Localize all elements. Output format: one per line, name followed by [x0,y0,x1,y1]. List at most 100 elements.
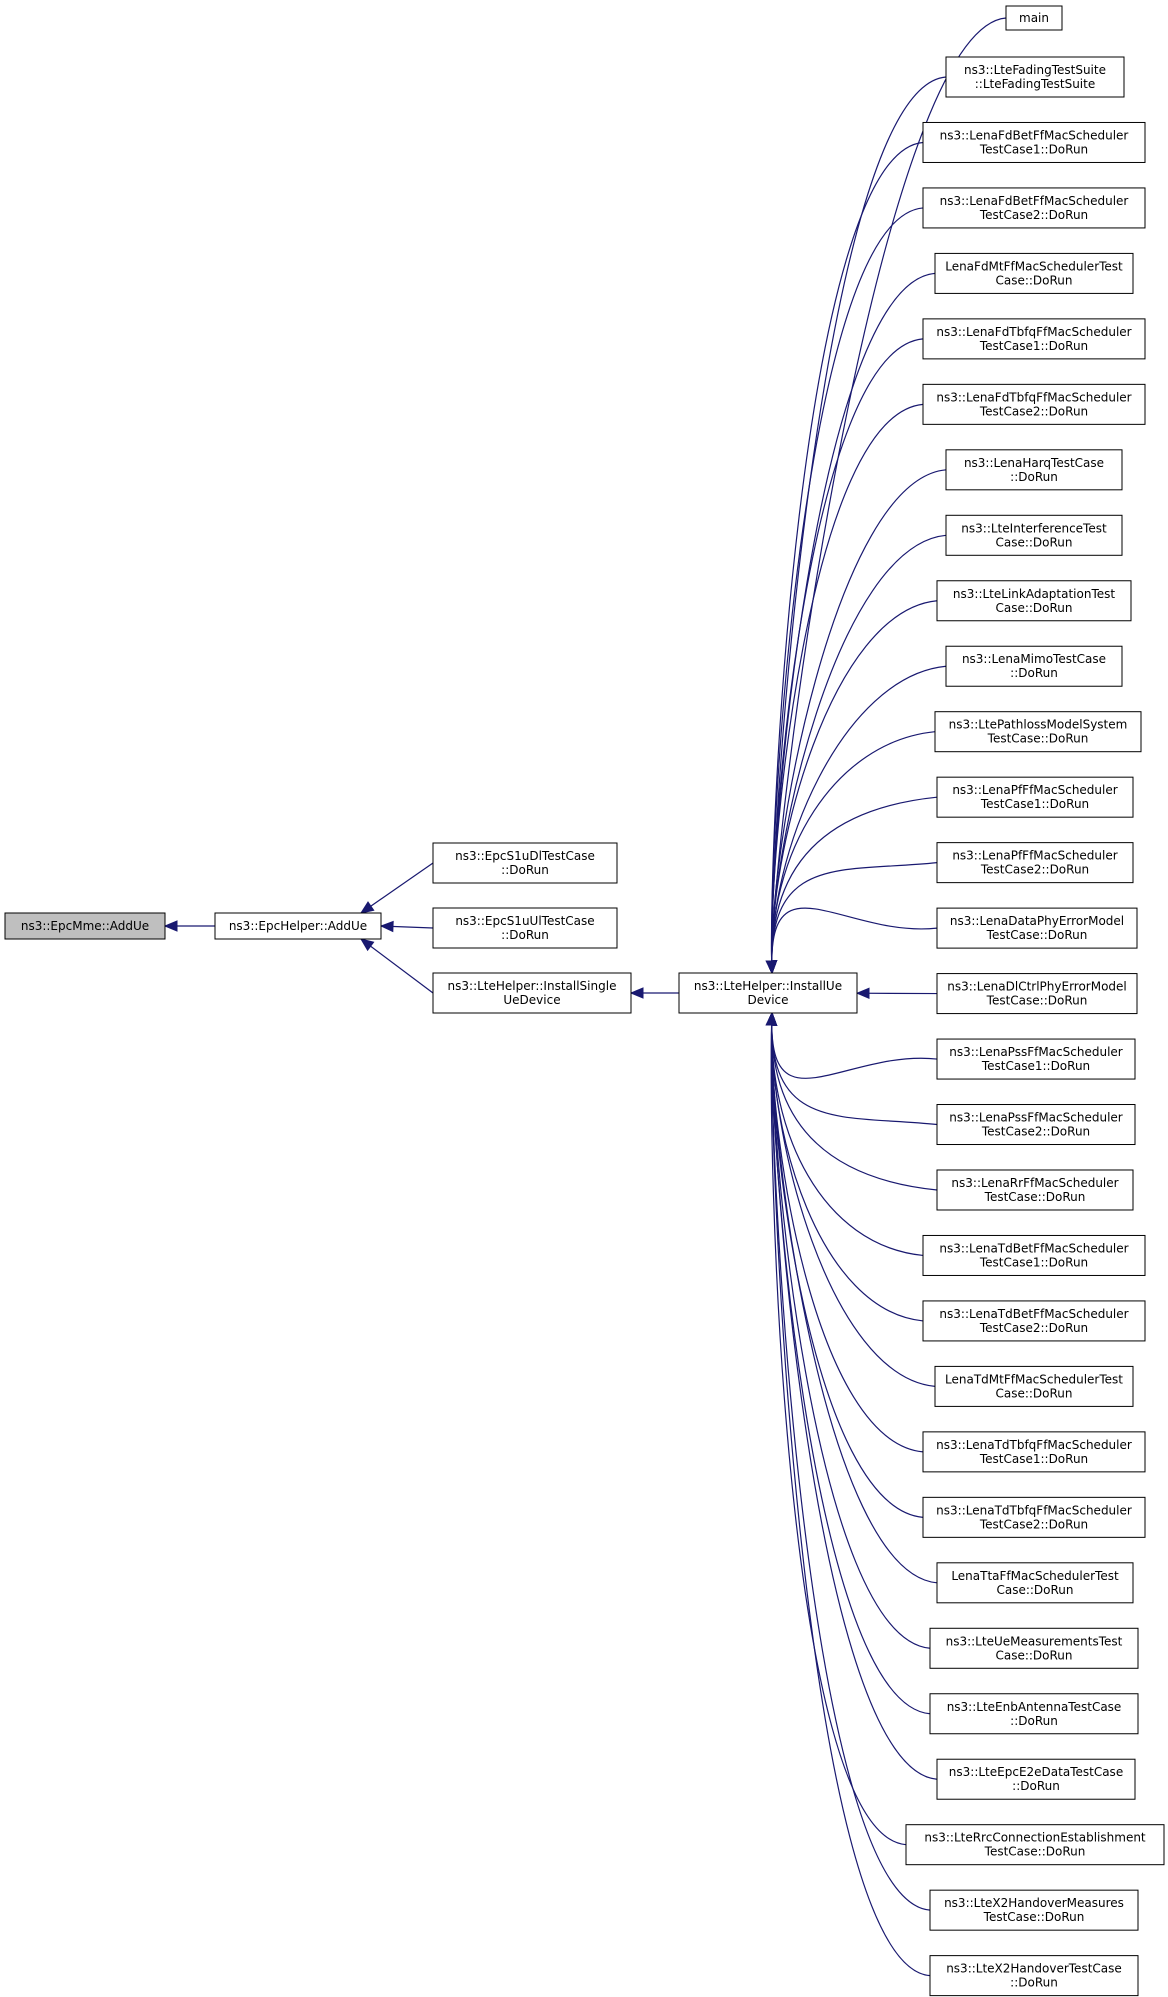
node-label: TestCase1::DoRun [979,339,1088,353]
node-label: ns3::LenaFdTbfqFfMacScheduler [936,390,1131,404]
node-c30[interactable]: ns3::LteX2HandoverTestCase::DoRun [929,1955,1139,1997]
node-c23[interactable]: ns3::LenaTdTbfqFfMacSchedulerTestCase2::… [922,1496,1146,1538]
edge-c7-to-installue [771,469,947,974]
node-box [922,1496,1146,1538]
node-box [936,1169,1134,1211]
node-c15[interactable]: ns3::LenaDlCtrlPhyErrorModelTestCase::Do… [936,973,1138,1015]
node-label: TestCase2::DoRun [979,404,1088,418]
node-label: TestCase2::DoRun [981,1125,1090,1139]
node-label: ns3::LteX2HandoverTestCase [946,1962,1122,1976]
edge-c27-to-installue [771,1012,938,1780]
node-box [432,842,618,884]
node-box [432,972,632,1014]
node-c11[interactable]: ns3::LtePathlossModelSystemTestCase::DoR… [934,711,1142,753]
node-label: ns3::LenaDlCtrlPhyErrorModel [947,980,1127,994]
arrowhead [765,960,778,975]
node-box [922,1234,1146,1276]
arrowhead [359,901,375,914]
node-c29[interactable]: ns3::LteX2HandoverMeasuresTestCase::DoRu… [929,1889,1139,1931]
node-c10[interactable]: ns3::LenaMimoTestCase::DoRun [945,645,1123,687]
node-c5[interactable]: ns3::LenaFdTbfqFfMacSchedulerTestCase1::… [922,318,1146,360]
node-c14[interactable]: ns3::LenaDataPhyErrorModelTestCase::DoRu… [936,907,1138,949]
node-root[interactable]: ns3::EpcMme::AddUe [4,912,166,940]
node-label: TestCase1::DoRun [980,797,1089,811]
node-label: ::DoRun [501,863,549,877]
node-label: ::DoRun [1010,666,1058,680]
edge-c5-to-installue [771,338,924,974]
node-c13[interactable]: ns3::LenaPfFfMacSchedulerTestCase2::DoRu… [936,842,1134,884]
node-label: TestCase1::DoRun [979,1452,1088,1466]
node-label: TestCase2::DoRun [979,208,1088,222]
node-label: ns3::LenaRrFfMacScheduler [951,1176,1118,1190]
node-c3[interactable]: ns3::LenaFdBetFfMacSchedulerTestCase2::D… [922,187,1146,229]
node-label: ns3::EpcHelper::AddUe [229,919,367,933]
edge-c18-to-installue [771,1012,938,1191]
node-label: ns3::LteHelper::InstallUe [694,979,842,993]
node-c12[interactable]: ns3::LenaPfFfMacSchedulerTestCase1::DoRu… [936,776,1134,818]
node-box [934,252,1134,294]
node-label: TestCase1::DoRun [979,1255,1088,1269]
node-label: Case::DoRun [996,1583,1073,1597]
node-box [934,1365,1134,1407]
node-box [1005,5,1063,31]
node-box [922,318,1146,360]
node-c7[interactable]: ns3::LenaHarqTestCase::DoRun [945,449,1123,491]
node-c22[interactable]: ns3::LenaTdTbfqFfMacSchedulerTestCase1::… [922,1431,1146,1473]
node-c2[interactable]: ns3::LenaFdBetFfMacSchedulerTestCase1::D… [922,121,1146,163]
node-c0[interactable]: main [1005,5,1063,31]
node-label: TestCase1::DoRun [981,1059,1090,1073]
node-label: ns3::LenaMimoTestCase [962,652,1106,666]
arrowhead [765,1011,778,1026]
node-label: ns3::LteEpcE2eDataTestCase [949,1765,1123,1779]
node-box [936,1562,1134,1604]
arrowhead [163,920,178,932]
node-label: TestCase::DoRun [984,1190,1086,1204]
node-c19[interactable]: ns3::LenaTdBetFfMacSchedulerTestCase1::D… [922,1234,1146,1276]
node-label: ns3::EpcS1uUlTestCase [455,914,594,928]
node-c20[interactable]: ns3::LenaTdBetFfMacSchedulerTestCase2::D… [922,1300,1146,1342]
node-label: LenaTtaFfMacSchedulerTest [951,1569,1119,1583]
node-c17[interactable]: ns3::LenaPssFfMacSchedulerTestCase2::DoR… [936,1104,1136,1146]
node-box [934,711,1142,753]
node-c1[interactable]: ns3::LteFadingTestSuite::LteFadingTestSu… [945,56,1125,98]
node-label: TestCase2::DoRun [979,1517,1088,1531]
edge-c10-to-installue [771,665,947,974]
node-box [945,514,1123,556]
node-label: TestCase::DoRun [986,994,1088,1008]
node-label: ns3::LteHelper::InstallSingle [448,979,617,993]
node-c28[interactable]: ns3::LteRrcConnectionEstablishmentTestCa… [905,1824,1165,1866]
node-box [678,972,858,1014]
node-box [945,56,1125,98]
node-c26[interactable]: ns3::LteEnbAntennaTestCase::DoRun [929,1693,1139,1735]
node-s1udl[interactable]: ns3::EpcS1uDlTestCase::DoRun [432,842,618,884]
edge-c16-to-installue [771,1012,938,1079]
node-label: ns3::LteEnbAntennaTestCase [947,1700,1122,1714]
node-s1uul[interactable]: ns3::EpcS1uUlTestCase::DoRun [432,907,618,949]
node-label: ns3::EpcS1uDlTestCase [455,849,595,863]
edge-c25-to-installue [771,1012,931,1649]
node-c6[interactable]: ns3::LenaFdTbfqFfMacSchedulerTestCase2::… [922,383,1146,425]
node-c27[interactable]: ns3::LteEpcE2eDataTestCase::DoRun [936,1758,1136,1800]
node-label: ns3::LteFadingTestSuite [964,63,1106,77]
node-label: Case::DoRun [995,1648,1072,1662]
edge-c30-to-installue [770,1012,931,1977]
node-label: ns3::LenaFdBetFfMacScheduler [940,128,1129,142]
node-c16[interactable]: ns3::LenaPssFfMacSchedulerTestCase1::DoR… [936,1038,1136,1080]
node-epchelper[interactable]: ns3::EpcHelper::AddUe [214,912,382,940]
node-label: ns3::LenaPfFfMacScheduler [952,783,1117,797]
node-label: ::LteFadingTestSuite [975,77,1095,91]
node-label: ns3::LteRrcConnectionEstablishment [924,1831,1146,1845]
node-label: ns3::LenaFdTbfqFfMacScheduler [936,325,1131,339]
node-box [936,1758,1136,1800]
edge-c22-to-installue [771,1012,924,1453]
